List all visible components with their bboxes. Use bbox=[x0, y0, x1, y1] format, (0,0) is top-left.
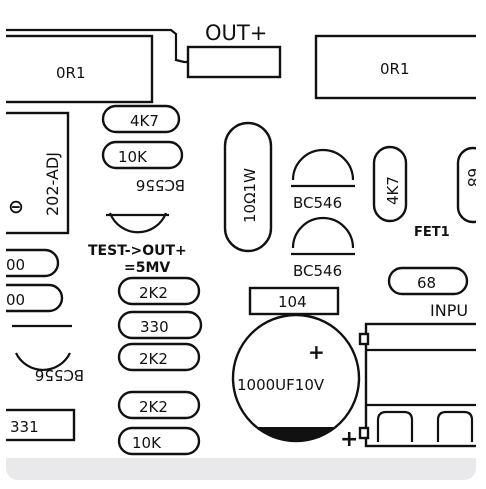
resistor-4k7-top bbox=[101, 104, 181, 134]
resistor-0r1-left-label: 0R1 bbox=[56, 64, 86, 82]
test-note-line1: TEST->OUT+ bbox=[88, 243, 187, 259]
regulator-202-adj bbox=[6, 111, 70, 235]
resistor-left-1-label: 00 bbox=[6, 256, 25, 274]
resistor-0r1-left bbox=[6, 34, 154, 104]
input-label: INPU bbox=[430, 301, 468, 320]
resistor-10ohm-1w-label: 10Ω1W bbox=[241, 168, 259, 223]
resistor-2k2-c bbox=[117, 390, 201, 420]
resistor-left-1 bbox=[6, 248, 60, 278]
bc556-bottom-label: BC556 bbox=[35, 366, 84, 384]
capacitor-104 bbox=[248, 286, 340, 316]
resistor-left-2 bbox=[6, 283, 64, 313]
bc546-bottom-outline bbox=[291, 216, 355, 249]
capacitor-104-label: 104 bbox=[278, 293, 307, 311]
resistor-10k-top-label: 10K bbox=[118, 148, 148, 166]
test-note-line2: =5MV bbox=[124, 260, 170, 276]
resistor-10ohm-1w bbox=[223, 121, 273, 253]
connector-pin-mark-top bbox=[358, 332, 370, 346]
capacitor-value-label: 1000UF10V bbox=[237, 376, 325, 394]
pcb-silkscreen: OUT+ 0R1 0R1 202-ADJ ⊖ 4K7 10K BC556 bbox=[6, 10, 476, 458]
resistor-2k2-b bbox=[117, 342, 201, 372]
resistor-68-label: 68 bbox=[417, 274, 436, 292]
resistor-right-edge-partial bbox=[456, 146, 476, 224]
connector-plus-mark: + bbox=[340, 427, 358, 452]
resistor-2k2-b-label: 2K2 bbox=[139, 350, 168, 368]
resistor-0r1-right bbox=[314, 34, 476, 100]
resistor-4k7-vertical-label: 4K7 bbox=[384, 176, 402, 205]
resistor-330 bbox=[117, 310, 203, 340]
bc556-top-outline bbox=[108, 212, 168, 234]
resistor-4k7-top-label: 4K7 bbox=[130, 112, 159, 130]
capacitor-polarity-band bbox=[256, 427, 336, 442]
resistor-330-label: 330 bbox=[140, 318, 169, 336]
resistor-4k7-vertical bbox=[372, 145, 408, 223]
bc556-bottom-outline bbox=[15, 352, 71, 371]
resistor-331-label: 331 bbox=[10, 418, 39, 436]
bc546-top-outline bbox=[291, 148, 355, 181]
input-connector bbox=[364, 322, 476, 448]
resistor-2k2-c-label: 2K2 bbox=[139, 398, 168, 416]
regulator-label: 202-ADJ bbox=[43, 152, 62, 216]
connector-terminal-1 bbox=[376, 410, 414, 442]
resistor-331 bbox=[6, 408, 76, 442]
top-trace bbox=[6, 28, 189, 64]
fet1-label: FET1 bbox=[414, 225, 450, 240]
pcb-silkscreen-image: OUT+ 0R1 0R1 202-ADJ ⊖ 4K7 10K BC556 bbox=[6, 10, 476, 480]
resistor-10k-top bbox=[101, 140, 184, 170]
resistor-left-2-label: 00 bbox=[6, 291, 25, 309]
capacitor-plus-mark: + bbox=[308, 340, 325, 364]
out-plus-pad bbox=[186, 45, 282, 79]
resistor-0r1-right-label: 0R1 bbox=[380, 60, 410, 78]
out-plus-label: OUT+ bbox=[205, 21, 267, 45]
right-edge-partial-label: 68 bbox=[464, 168, 476, 187]
regulator-minus-symbol: ⊖ bbox=[8, 196, 24, 218]
connector-pin-mark-bottom bbox=[358, 426, 370, 440]
resistor-2k2-a-label: 2K2 bbox=[139, 284, 168, 302]
bc546-bottom-label: BC546 bbox=[293, 262, 342, 280]
resistor-68 bbox=[387, 266, 469, 296]
resistor-10k-bottom bbox=[117, 426, 201, 456]
bc556-top-label: BC556 bbox=[136, 176, 185, 194]
resistor-10k-bottom-label: 10K bbox=[132, 434, 162, 452]
connector-terminal-2 bbox=[436, 410, 474, 442]
bc546-top-label: BC546 bbox=[293, 194, 342, 212]
resistor-2k2-a bbox=[117, 276, 201, 306]
